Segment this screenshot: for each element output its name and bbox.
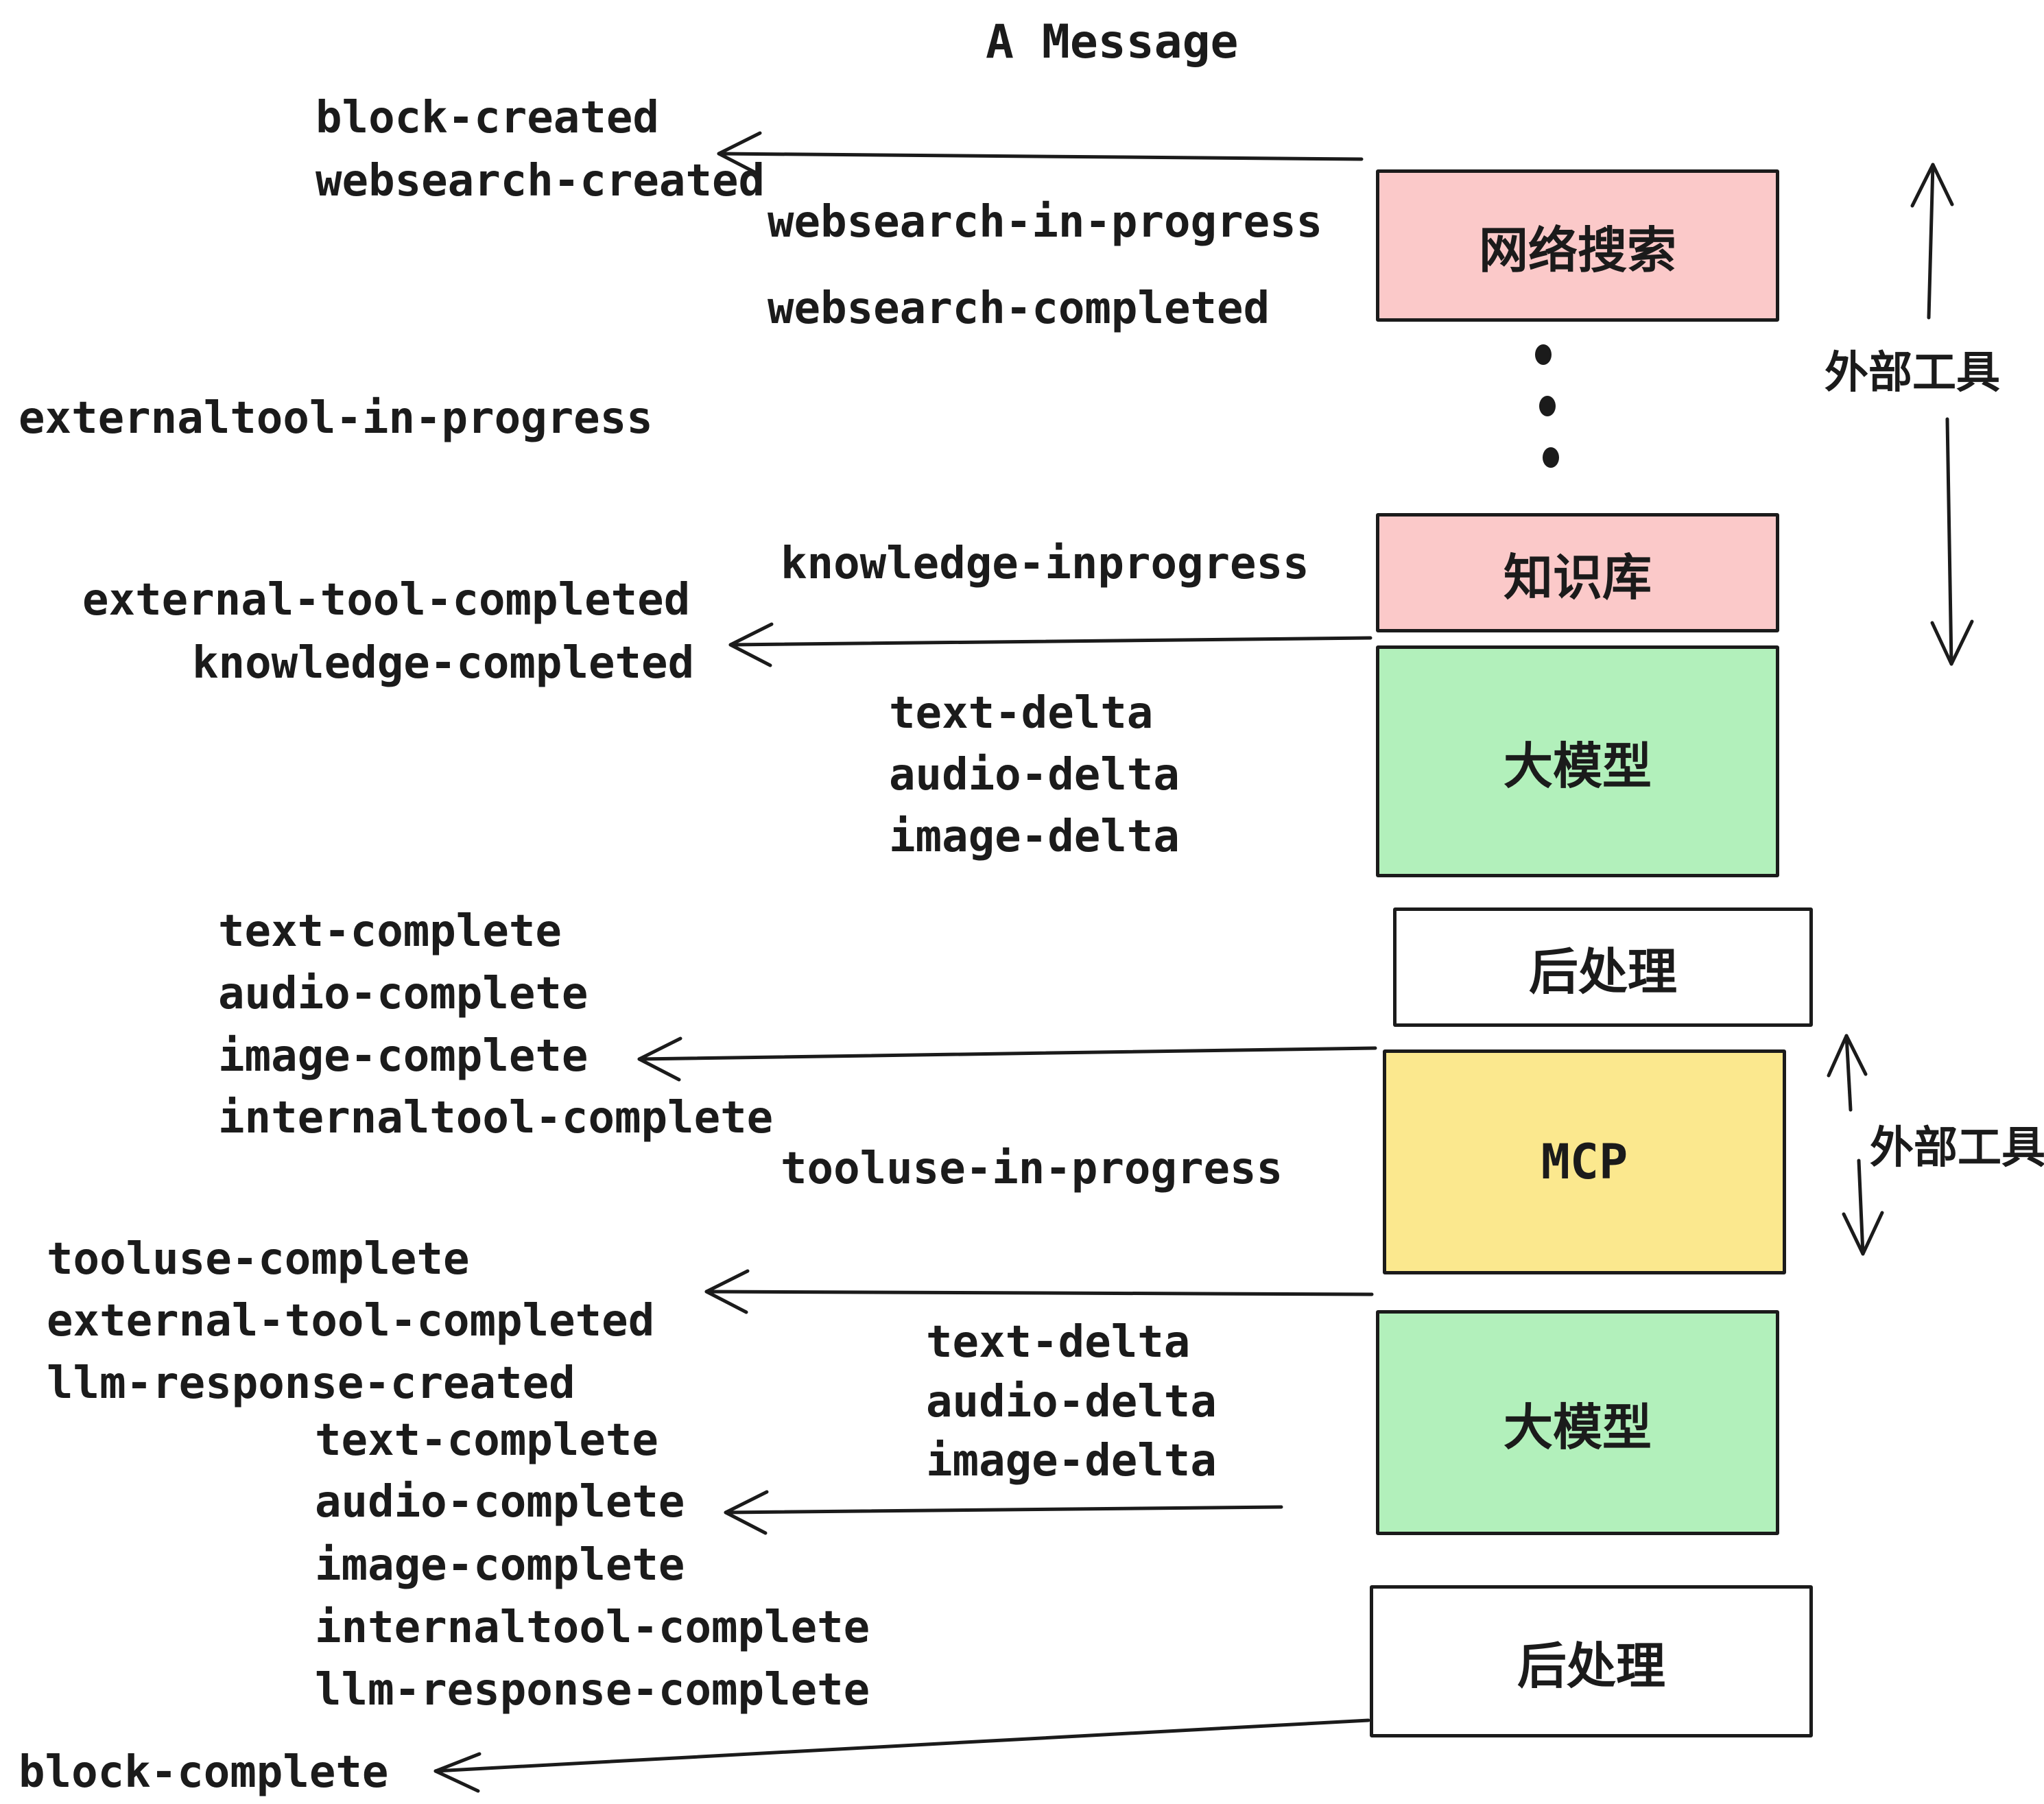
event-websearch-created: websearch-created (316, 156, 765, 206)
external-tools-label-2: 外部工具 (1870, 1123, 2044, 1174)
event-llm-response-created: llm-response-created (47, 1358, 575, 1409)
event-internaltool-complete-1: internaltool-complete (218, 1093, 774, 1143)
event-text-complete-1: text-complete (218, 906, 562, 957)
event-tooluse-complete: tooluse-complete (47, 1234, 470, 1285)
event-block-created: block-created (316, 93, 659, 143)
event-image-complete-1: image-complete (218, 1031, 589, 1082)
event-websearch-in-progress: websearch-in-progress (768, 197, 1323, 248)
event-external-tool-completed-2: external-tool-completed (47, 1296, 655, 1346)
box-llm-2: 大模型 (1376, 1310, 1779, 1535)
event-image-complete-2: image-complete (315, 1540, 685, 1591)
box-knowledge: 知识库 (1376, 513, 1779, 632)
external-tools-label-1: 外部工具 (1825, 348, 2000, 399)
external-tools-span-arrow-1 (1910, 163, 1974, 666)
event-block-complete: block-complete (19, 1747, 389, 1798)
event-internaltool-complete-2: internaltool-complete (315, 1602, 870, 1653)
box-llm-1: 大模型 (1376, 645, 1779, 877)
event-image-delta-2: image-delta (926, 1436, 1217, 1486)
box-postprocess-1: 后处理 (1393, 907, 1813, 1027)
external-tools-span-arrow-2 (1827, 1034, 1884, 1256)
arrow-internal-complete (637, 1036, 1377, 1082)
box-mcp: MCP (1383, 1049, 1786, 1274)
event-knowledge-completed: knowledge-completed (192, 638, 695, 689)
diagram-title: A Message (986, 15, 1239, 69)
event-knowledge-inprogress: knowledge-inprogress (781, 538, 1309, 589)
event-audio-delta-2: audio-delta (926, 1377, 1217, 1427)
event-image-delta-1: image-delta (889, 811, 1180, 862)
event-text-delta-2: text-delta (926, 1317, 1191, 1368)
arrow-websearch-created (717, 131, 1364, 176)
arrow-knowledge-completed (728, 622, 1372, 667)
event-tooluse-in-progress: tooluse-in-progress (781, 1143, 1283, 1194)
event-externaltool-in-progress: externaltool-in-progress (19, 393, 653, 444)
arrow-audio-complete (724, 1490, 1283, 1535)
event-audio-delta-1: audio-delta (889, 750, 1180, 800)
event-external-tool-completed-1: external-tool-completed (82, 575, 691, 626)
box-postprocess-2: 后处理 (1370, 1585, 1813, 1737)
event-text-delta-1: text-delta (889, 688, 1154, 739)
event-websearch-completed: websearch-completed (768, 283, 1270, 334)
event-audio-complete-2: audio-complete (315, 1477, 685, 1528)
ellipsis-dots (1535, 344, 1559, 468)
event-text-complete-2: text-complete (315, 1415, 658, 1466)
event-audio-complete-1: audio-complete (218, 969, 589, 1019)
box-websearch: 网络搜索 (1376, 169, 1779, 322)
arrow-block-complete (433, 1718, 1370, 1793)
arrow-tooluse-complete (704, 1269, 1374, 1314)
event-llm-response-complete: llm-response-complete (315, 1665, 870, 1716)
